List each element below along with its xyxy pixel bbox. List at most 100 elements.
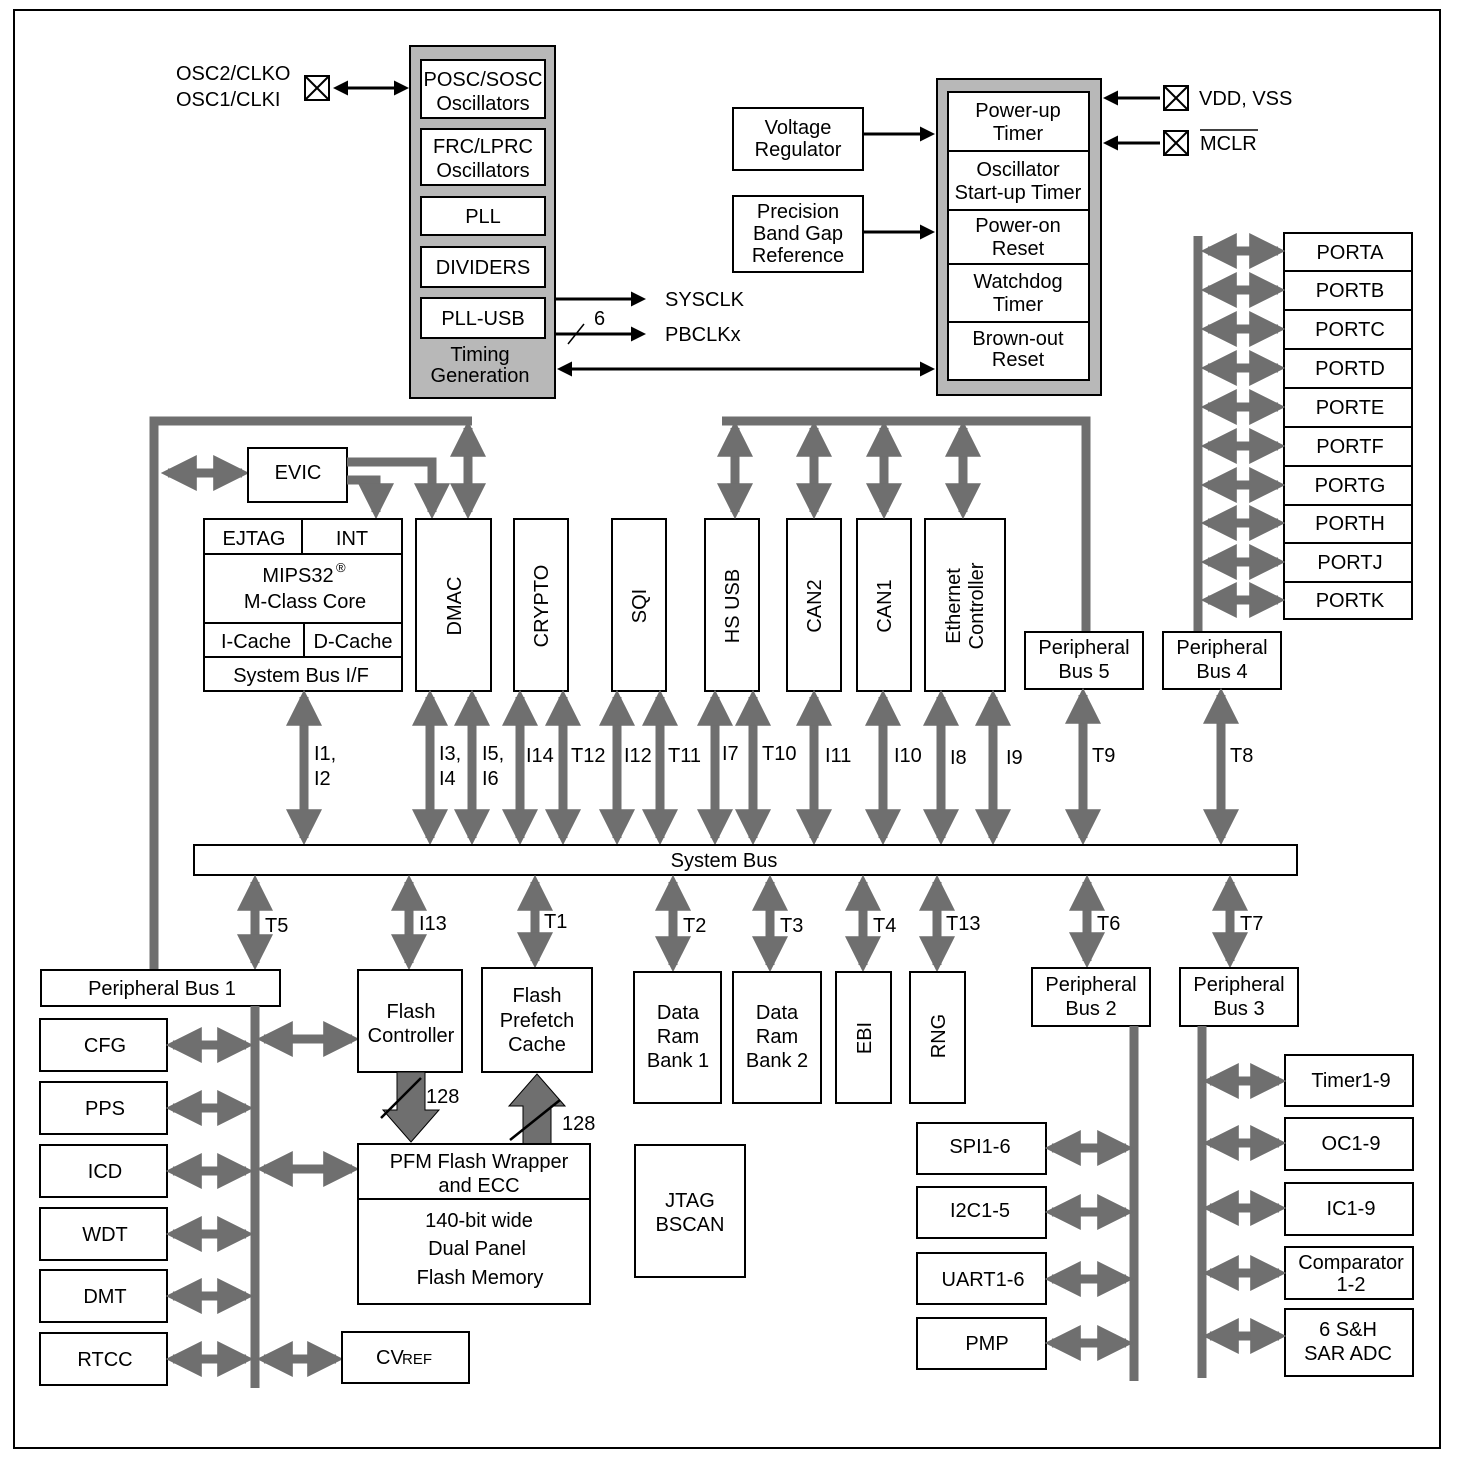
svg-text:T9: T9 — [1092, 745, 1115, 767]
w128b-slash — [509, 1099, 561, 1141]
svg-text:T4: T4 — [873, 915, 896, 937]
svg-text:I12: I12 — [624, 745, 652, 767]
svg-text:PPS: PPS — [85, 1098, 125, 1120]
svg-text:140-bit wide: 140-bit wide — [425, 1210, 533, 1232]
peripheral-bus-3: Peripheral Bus 3 — [1179, 967, 1299, 1027]
svg-text:Controller: Controller — [368, 1025, 455, 1047]
svg-text:Data: Data — [756, 1002, 799, 1024]
svg-text:REF: REF — [402, 1351, 432, 1368]
svg-text:I13: I13 — [419, 913, 447, 935]
dcache-label: D-Cache — [314, 631, 393, 653]
pb3-peripherals: Timer1-9 OC1-9 IC1-9 Comparator 1-2 6 S&… — [1284, 1054, 1414, 1377]
svg-text:I7: I7 — [722, 743, 739, 765]
svg-text:Power-up: Power-up — [975, 100, 1061, 122]
rtcc-block: RTCC — [39, 1332, 168, 1386]
ic-block: IC1-9 — [1284, 1182, 1414, 1236]
slave-bus-labels: T5 I13 T1 T2 T3 T4 T13 T6 T7 — [265, 911, 1263, 937]
svg-text:PORTG: PORTG — [1315, 475, 1386, 497]
svg-text:Oscillator: Oscillator — [976, 159, 1060, 181]
svg-text:Voltage: Voltage — [765, 117, 832, 139]
peripheral-bus-5: Peripheral Bus 5 — [1024, 631, 1144, 690]
svg-text:I5,: I5, — [482, 743, 504, 765]
svg-text:UART1-6: UART1-6 — [942, 1269, 1025, 1291]
svg-text:Flash: Flash — [513, 985, 562, 1007]
power-up-timer-block: Power-up Timer — [947, 91, 1090, 152]
cfg-block: CFG — [39, 1018, 168, 1072]
port-arrows — [1200, 233, 1286, 618]
svg-text:Timer: Timer — [993, 294, 1044, 316]
svg-text:RNG: RNG — [928, 1014, 950, 1058]
svg-text:T10: T10 — [762, 743, 796, 765]
flash-prefetch-block: Flash Prefetch Cache — [481, 967, 593, 1073]
data-ram-bank-1: Data Ram Bank 1 — [633, 971, 722, 1104]
svg-text:I9: I9 — [1006, 747, 1023, 769]
port-g: PORTG — [1283, 465, 1413, 506]
evic-dmac-arrow — [347, 457, 450, 520]
svg-text:T13: T13 — [946, 913, 980, 935]
port-f: PORTF — [1283, 426, 1413, 467]
svg-text:Peripheral: Peripheral — [1193, 974, 1284, 996]
cpu-core-block: EJTAG INT MIPS32 ® M-Class Core I-Cache … — [203, 518, 403, 692]
flash-controller-block: Flash Controller — [357, 969, 463, 1073]
svg-text:Timer1-9: Timer1-9 — [1311, 1070, 1390, 1092]
svg-text:1-2: 1-2 — [1337, 1274, 1366, 1296]
svg-text:I14: I14 — [526, 745, 554, 767]
port-e: PORTE — [1283, 387, 1413, 428]
svg-text:Flash: Flash — [387, 1001, 436, 1023]
can2-block: CAN2 — [786, 518, 842, 692]
port-a: PORTA — [1283, 232, 1413, 272]
svg-text:I8: I8 — [950, 747, 967, 769]
port-c: PORTC — [1283, 309, 1413, 350]
svg-text:PORTJ: PORTJ — [1317, 552, 1382, 574]
svg-text:T7: T7 — [1240, 913, 1263, 935]
mips-reg: ® — [336, 560, 346, 575]
svg-text:Peripheral: Peripheral — [1038, 637, 1129, 659]
pps-block: PPS — [39, 1081, 168, 1135]
svg-text:T5: T5 — [265, 915, 288, 937]
svg-text:Bank 1: Bank 1 — [647, 1050, 709, 1072]
svg-text:PFM Flash Wrapper: PFM Flash Wrapper — [390, 1151, 569, 1173]
ejtag-label: EJTAG — [223, 528, 286, 550]
w128a-label: 128 — [426, 1086, 459, 1108]
svg-text:BSCAN: BSCAN — [656, 1214, 725, 1236]
watchdog-block: Watchdog Timer — [947, 263, 1090, 323]
flash-memory-block: PFM Flash Wrapper and ECC 140-bit wide D… — [357, 1143, 591, 1305]
svg-text:Reset: Reset — [992, 238, 1045, 260]
svg-text:EBI: EBI — [854, 1022, 876, 1054]
svg-text:T6: T6 — [1097, 913, 1120, 935]
mips-label: MIPS32 — [262, 565, 333, 587]
svg-text:Data: Data — [657, 1002, 700, 1024]
svg-text:POSC/SOSC: POSC/SOSC — [424, 69, 543, 91]
svg-text:OC1-9: OC1-9 — [1322, 1133, 1381, 1155]
pb1-left-arrows — [165, 1027, 254, 1377]
mclass-label: M-Class Core — [244, 591, 366, 613]
svg-text:T1: T1 — [544, 911, 567, 933]
svg-text:Power-on: Power-on — [975, 215, 1061, 237]
master-bus-arrows — [286, 687, 1239, 846]
svg-text:WDT: WDT — [82, 1224, 128, 1246]
crypto-block: CRYPTO — [513, 518, 569, 692]
svg-text:PORTK: PORTK — [1316, 590, 1385, 612]
port-j: PORTJ — [1283, 542, 1413, 583]
pbclk-width: 6 — [594, 308, 605, 330]
hs-usb-block: HS USB — [704, 518, 760, 692]
svg-text:I10: I10 — [894, 745, 922, 767]
svg-text:T11: T11 — [668, 745, 701, 767]
svg-text:PMP: PMP — [965, 1333, 1008, 1355]
svg-text:ICD: ICD — [88, 1161, 122, 1183]
pll-block: PLL — [420, 196, 546, 236]
svg-text:EVIC: EVIC — [275, 462, 322, 484]
pin-vdd-icon — [1163, 85, 1189, 111]
ebi-block: EBI — [835, 971, 892, 1104]
svg-text:Band Gap: Band Gap — [753, 223, 843, 245]
port-b: PORTB — [1283, 270, 1413, 311]
svg-text:Precision: Precision — [757, 201, 839, 223]
svg-text:Controller: Controller — [966, 562, 988, 649]
svg-text:Dual Panel: Dual Panel — [428, 1238, 526, 1260]
int-label: INT — [336, 528, 368, 550]
pll-usb-block: PLL-USB — [420, 297, 546, 339]
spi-block: SPI1-6 — [916, 1122, 1047, 1175]
pin-mclr-icon — [1163, 130, 1189, 156]
svg-text:I11: I11 — [825, 745, 851, 767]
